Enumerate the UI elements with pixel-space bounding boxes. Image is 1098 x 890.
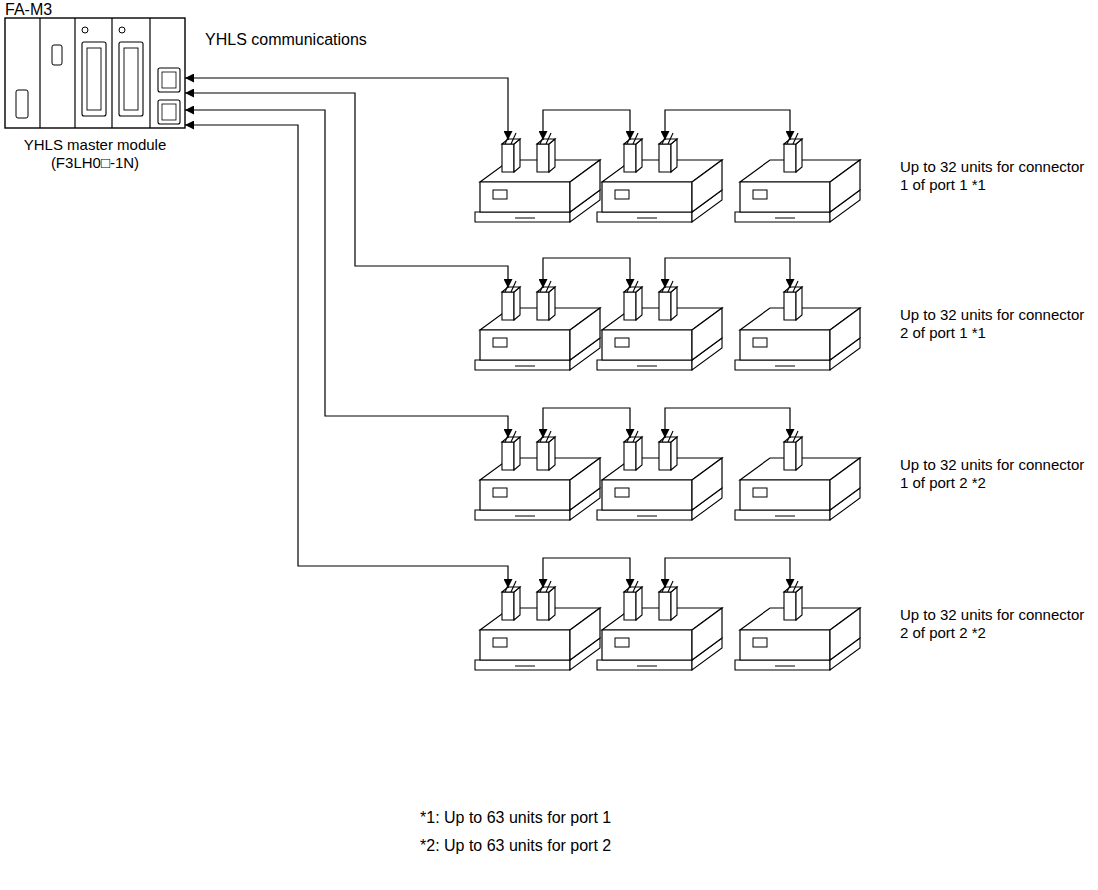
communication-line bbox=[185, 93, 508, 288]
communication-line bbox=[185, 125, 508, 588]
module-label: YHLS master module (F3LH0□-1N) bbox=[18, 136, 172, 172]
plc-illustration bbox=[5, 18, 185, 128]
master-module: FA-M3YHLS master module (F3LH0□-1N) bbox=[0, 0, 185, 175]
group-label: Up to 32 units for connector 2 of port 1… bbox=[900, 306, 1090, 342]
slave-units-row bbox=[475, 110, 860, 222]
slave-units-row bbox=[475, 558, 860, 670]
communication-line bbox=[185, 78, 508, 140]
footnote: *1: Up to 63 units for port 1 bbox=[420, 808, 611, 827]
slave-unit-group: Up to 32 units for connector 2 of port 2… bbox=[470, 588, 1094, 678]
footnote: *2: Up to 63 units for port 2 bbox=[420, 836, 611, 855]
slave-unit-group: Up to 32 units for connector 1 of port 1… bbox=[470, 140, 1094, 230]
slave-unit-group: Up to 32 units for connector 2 of port 1… bbox=[470, 288, 1094, 378]
slave-units-row bbox=[475, 258, 860, 370]
slave-unit-group: Up to 32 units for connector 1 of port 2… bbox=[470, 438, 1094, 528]
edge-label: YHLS communications bbox=[205, 30, 367, 49]
group-label: Up to 32 units for connector 1 of port 1… bbox=[900, 158, 1090, 194]
group-label: Up to 32 units for connector 1 of port 2… bbox=[900, 456, 1090, 492]
device-name: FA-M3 bbox=[5, 0, 125, 19]
slave-units-row bbox=[475, 408, 860, 520]
group-label: Up to 32 units for connector 2 of port 2… bbox=[900, 606, 1090, 642]
communication-line bbox=[185, 110, 508, 438]
